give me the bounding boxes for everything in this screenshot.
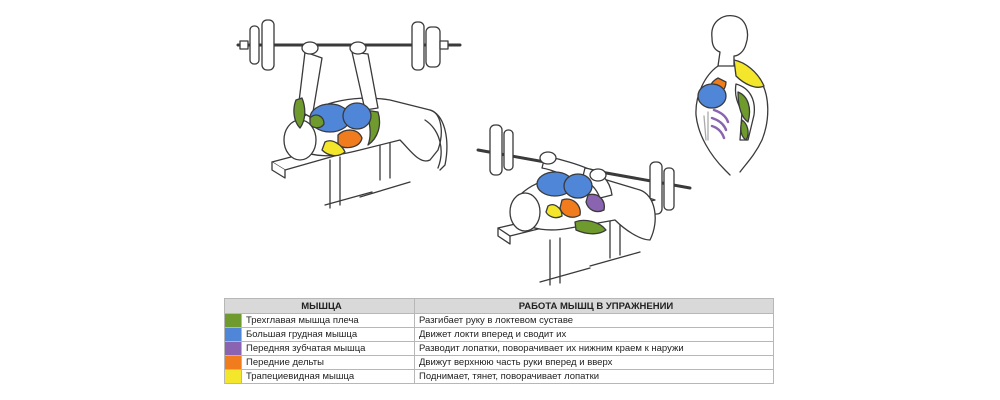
muscle-work: Разгибает руку в локтевом суставе [414,313,774,328]
column-header-muscle: МЫШЦА [224,298,415,314]
color-swatch [224,355,242,370]
muscle-name: Передние дельты [241,355,415,370]
muscle-work: Движут верхнюю часть руки вперед и вверх [414,355,774,370]
table-header-row: МЫШЦА РАБОТА МЫШЦ В УПРАЖНЕНИИ [224,298,774,314]
figure-anatomy-side [695,15,769,176]
color-swatch [224,341,242,356]
muscle-name: Передняя зубчатая мышца [241,341,415,356]
muscle-name: Большая грудная мышца [241,327,415,342]
figure-arms-extended [236,19,462,209]
color-swatch [224,327,242,342]
muscle-name: Трехглавая мышца плеча [241,313,415,328]
color-swatch [224,369,242,384]
muscle-table: МЫШЦА РАБОТА МЫШЦ В УПРАЖНЕНИИ Трехглава… [224,298,774,384]
muscle-work: Поднимает, тянет, поворачивает лопатки [414,369,774,384]
figure-arms-lowered [476,124,692,286]
exercise-illustration [236,15,769,286]
column-header-work: РАБОТА МЫШЦ В УПРАЖНЕНИИ [414,298,774,314]
muscle-work: Разводит лопатки, поворачивает их нижним… [414,341,774,356]
muscle-name: Трапециевидная мышца [241,369,415,384]
color-swatch [224,313,242,328]
muscle-work: Движет локти вперед и сводит их [414,327,774,342]
